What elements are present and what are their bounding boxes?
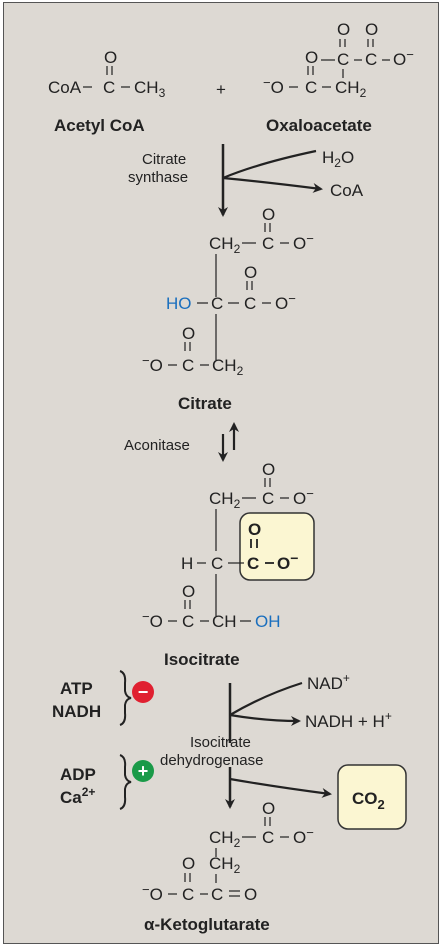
acetyl-coa-label: Acetyl CoA [54,116,145,135]
co2-box [337,764,407,830]
nadh-product-label: NADH + H+ [305,709,392,731]
svg-text:C: C [211,885,223,904]
water-in-curve [222,149,317,180]
svg-text:C: C [365,50,377,69]
inhibitor-atp: ATP [60,679,93,698]
svg-text:C: C [305,78,317,97]
coa-released-label: CoA [330,181,364,200]
svg-text:C: C [262,828,274,847]
svg-text:C: C [103,78,115,97]
citrate-synthase-label-2: synthase [128,169,188,186]
svg-text:C: C [182,356,194,375]
isocitrate-hydroxyl: OH [255,612,281,631]
svg-text:O: O [305,48,318,67]
svg-text:C: C [262,234,274,253]
svg-text:O: O [244,263,257,282]
activator-brace [119,754,132,810]
citrate-synthase-label-1: Citrate [142,151,186,168]
svg-text:O: O [182,854,195,873]
aconitase-label: Aconitase [124,437,190,454]
svg-text:−O: −O [142,609,163,631]
co2-out-arrow [229,777,332,798]
svg-text:C: C [211,294,223,313]
citrate-label: Citrate [178,394,232,413]
svg-text:C: C [182,612,194,631]
svg-text:O−: O− [293,231,314,253]
svg-text:H2O: H2O [322,148,354,170]
isocitrate-structure: O CH2 C O− O H C C O− O −O C CH OH [142,460,315,631]
activate-plus-icon [132,760,154,782]
svg-text:C: C [337,50,349,69]
alpha-ketoglutarate-label: α-Ketoglutarate [144,915,270,934]
svg-text:+: + [138,761,149,781]
acetyl-coa-structure: O CoA C CH3 [48,48,166,100]
svg-text:O: O [244,885,257,904]
svg-text:O: O [337,20,350,39]
svg-text:CH3: CH3 [134,78,166,100]
svg-text:O: O [182,324,195,343]
svg-text:O: O [248,520,261,539]
svg-text:O: O [262,205,275,224]
pathway-diagram: O CoA C CH3 Acetyl CoA + O O O C C O− −O… [48,20,414,934]
isocitrate-dh-label-2: dehydrogenase [160,752,263,769]
svg-text:C: C [247,554,259,573]
svg-text:O: O [262,460,275,479]
svg-text:H: H [181,554,193,573]
isocitrate-label: Isocitrate [164,650,240,669]
activator-calcium: Ca2+ [60,785,95,807]
svg-text:O: O [262,799,275,818]
svg-text:CH2: CH2 [209,828,241,850]
svg-text:−O: −O [263,75,284,97]
inhibitor-brace [119,670,132,726]
svg-text:O−: O− [275,291,296,313]
citrate-structure: O CH2 C O− O HO C C O− O −O C CH2 [142,205,314,378]
pathway-panel: O CoA C CH3 Acetyl CoA + O O O C C O− −O… [3,2,439,944]
svg-text:−O: −O [142,882,163,904]
carboxyl-highlight-box [239,512,315,581]
oxaloacetate-label: Oxaloacetate [266,116,372,135]
co2-label: CO2 [352,789,385,812]
svg-text:O: O [182,582,195,601]
inhibit-minus-icon [132,681,154,703]
svg-text:CH2: CH2 [209,234,241,256]
coa-out-arrow [222,176,323,193]
svg-text:O−: O− [293,486,314,508]
svg-text:O−: O− [393,47,414,69]
plus-sign: + [216,80,226,99]
alpha-ketoglutarate-structure: O CH2 C O− O CH2 −O C C O [142,799,314,904]
water-label: H [322,148,334,167]
svg-text:CH: CH [212,612,237,631]
svg-text:CH2: CH2 [209,854,241,876]
nad-label: NAD+ [307,671,350,693]
svg-text:C: C [182,885,194,904]
activator-adp: ADP [60,765,96,784]
svg-text:CH2: CH2 [209,489,241,511]
svg-text:O: O [365,20,378,39]
svg-text:C: C [211,554,223,573]
citrate-hydroxyl: HO [166,294,192,313]
isocitrate-dh-label-1: Isocitrate [190,734,251,751]
svg-text:−O: −O [142,353,163,375]
oxaloacetate-structure: O O O C C O− −O C CH2 [263,20,414,100]
inhibitor-nadh: NADH [52,702,101,721]
svg-text:C: C [244,294,256,313]
svg-text:−: − [138,682,149,702]
svg-text:CH2: CH2 [335,78,367,100]
svg-text:O: O [104,48,117,67]
svg-text:CoA: CoA [48,78,82,97]
nad-in-curve [229,681,303,716]
nadh-out-arrow [229,713,301,726]
svg-text:O−: O− [293,825,314,847]
svg-text:C: C [262,489,274,508]
svg-text:CH2: CH2 [212,356,244,378]
